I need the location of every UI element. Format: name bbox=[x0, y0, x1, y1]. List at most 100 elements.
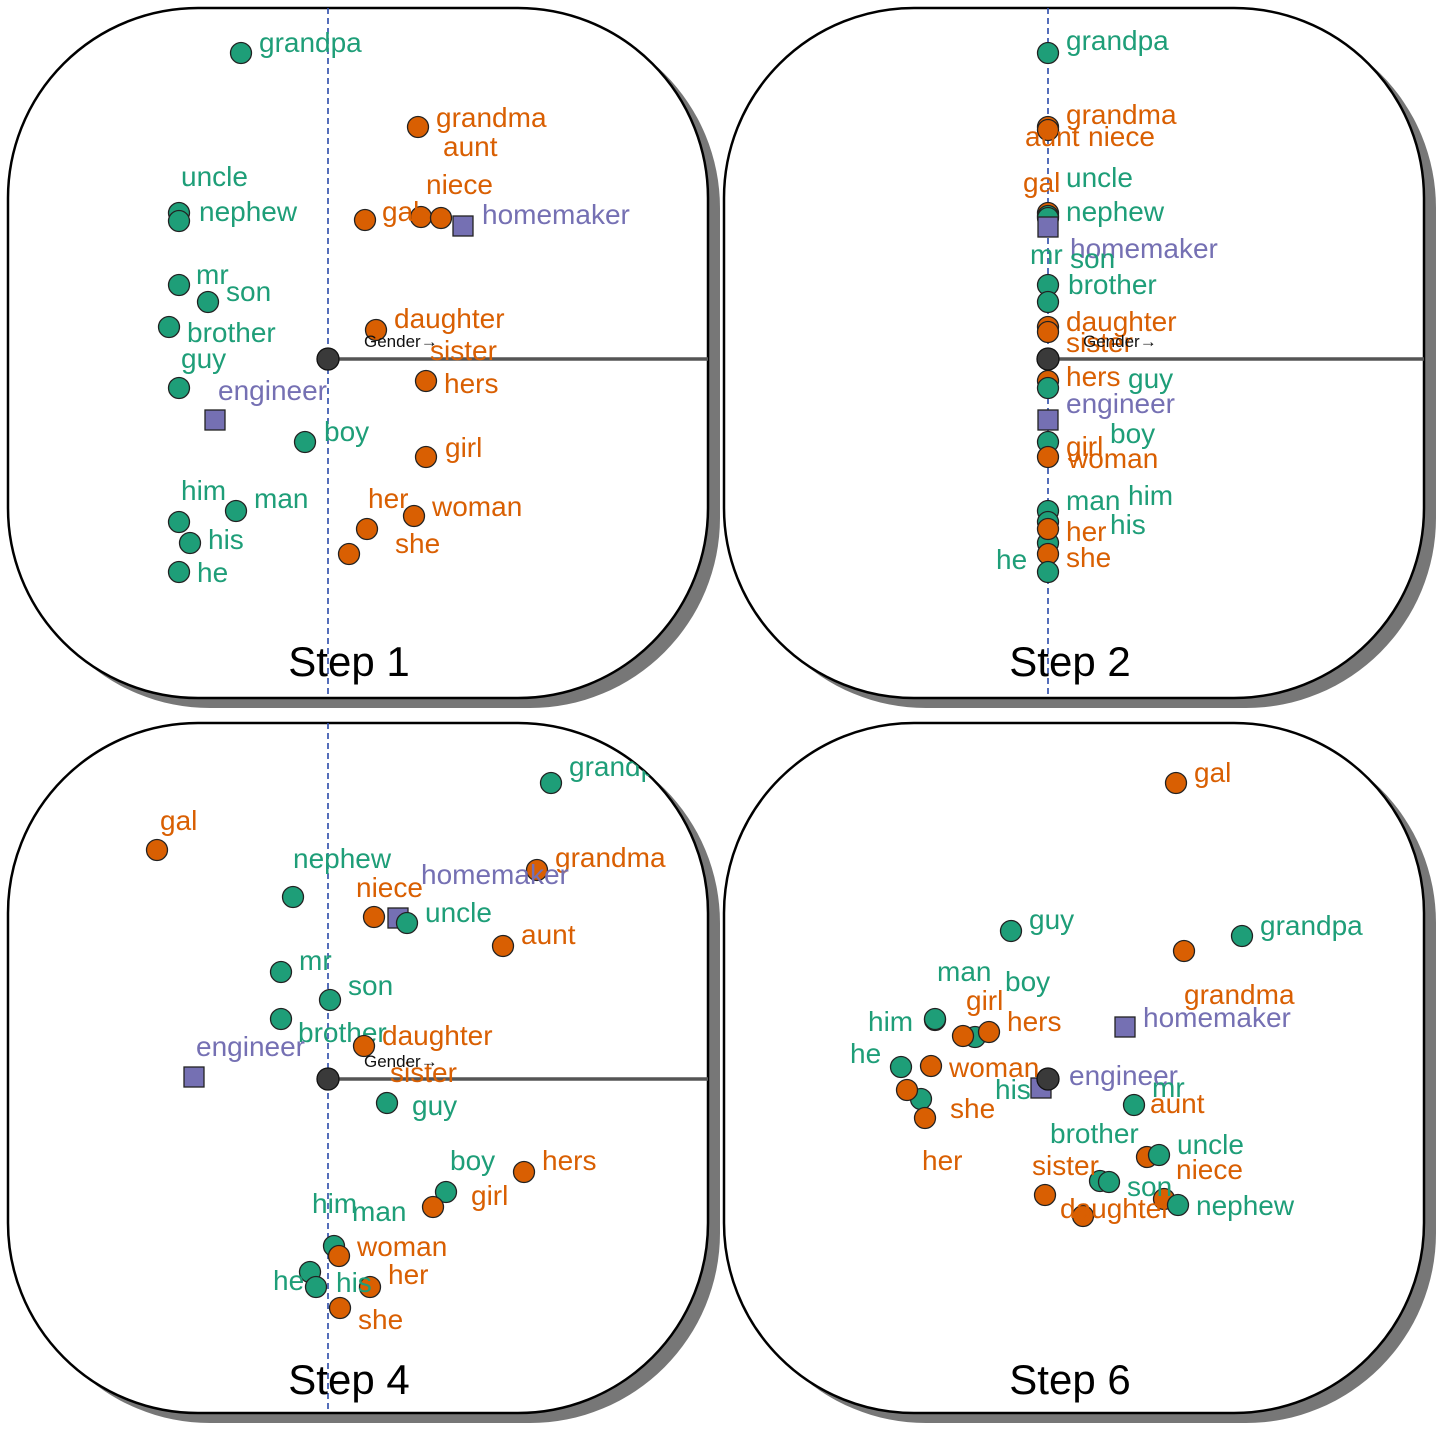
point-marker-grandma bbox=[1172, 939, 1196, 963]
point-label-engineer: engineer bbox=[196, 1031, 305, 1062]
point-label-brother: brother bbox=[187, 317, 276, 348]
point-marker-son bbox=[1036, 290, 1060, 314]
point-label-hers: hers bbox=[1007, 1006, 1061, 1037]
point-label-homemaker: homemaker bbox=[482, 199, 630, 230]
panel-frame bbox=[6, 721, 710, 1415]
point-label-him: him bbox=[1128, 480, 1173, 511]
point-label-him: him bbox=[868, 1006, 913, 1037]
point-label-aunt: aunt bbox=[521, 919, 576, 950]
point-marker-girl bbox=[951, 1024, 975, 1048]
point-marker-homemaker bbox=[452, 215, 474, 237]
point-label-grandma: grandma bbox=[555, 842, 666, 873]
point-label-gal: gal bbox=[1194, 757, 1231, 788]
point-marker-guy bbox=[999, 919, 1023, 943]
point-label-sister: sister bbox=[1066, 327, 1133, 358]
point-marker-nephew bbox=[167, 209, 191, 233]
point-label-he: he bbox=[273, 1265, 304, 1296]
origin-marker bbox=[316, 1067, 340, 1091]
step-title: Step 6 bbox=[1009, 1356, 1130, 1403]
step-title: Step 1 bbox=[288, 638, 409, 685]
point-label-sister: sister bbox=[390, 1057, 457, 1088]
point-label-mr: mr bbox=[1030, 239, 1063, 270]
point-marker-grandpa bbox=[1230, 924, 1254, 948]
point-marker-brother bbox=[269, 1007, 293, 1031]
point-marker-her bbox=[358, 1275, 382, 1299]
point-marker-guy bbox=[1036, 376, 1060, 400]
point-marker-girl bbox=[414, 445, 438, 469]
point-label-hers: hers bbox=[542, 1145, 596, 1176]
point-marker-grandpa bbox=[1036, 41, 1060, 65]
point-marker-sister bbox=[429, 206, 453, 230]
point-label-grandma: grandma bbox=[1184, 979, 1295, 1010]
point-label-his: his bbox=[995, 1074, 1031, 1105]
point-label-nephew: nephew bbox=[1066, 196, 1165, 227]
point-label-his: his bbox=[208, 524, 244, 555]
point-marker-man bbox=[224, 499, 248, 523]
point-marker-aunt bbox=[491, 934, 515, 958]
point-label-daughter: daughter bbox=[1060, 1193, 1171, 1224]
point-label-gal: gal bbox=[160, 805, 197, 836]
point-label-him: him bbox=[181, 475, 226, 506]
point-label-brother: brother bbox=[1050, 1118, 1139, 1149]
point-label-homemaker: homemaker bbox=[1070, 233, 1218, 264]
point-label-engineer: engineer bbox=[1069, 1060, 1178, 1091]
point-marker-sister bbox=[1033, 1183, 1057, 1207]
point-marker-guy bbox=[167, 376, 191, 400]
point-label-her: her bbox=[368, 483, 408, 514]
point-marker-homemaker bbox=[1037, 216, 1059, 238]
point-marker-gal bbox=[353, 208, 377, 232]
point-label-mr: mr bbox=[1152, 1072, 1185, 1103]
point-marker-she bbox=[337, 542, 361, 566]
point-label-girl: girl bbox=[445, 432, 482, 463]
panel-frame bbox=[6, 6, 710, 700]
point-label-grandpa: grandpa bbox=[1066, 25, 1169, 56]
point-label-his: his bbox=[336, 1267, 372, 1298]
point-label-grandma: grandma bbox=[1066, 99, 1177, 130]
point-label-girl: girl bbox=[1066, 431, 1103, 462]
point-label-man: man bbox=[352, 1196, 406, 1227]
point-marker-grandpa bbox=[539, 771, 563, 795]
point-label-uncle: uncle bbox=[1177, 1129, 1244, 1160]
point-marker-engineer bbox=[183, 1066, 205, 1088]
point-label-son: son bbox=[1127, 1171, 1172, 1202]
point-marker-engineer bbox=[1037, 409, 1059, 431]
point-label-mr: mr bbox=[299, 945, 332, 976]
point-label-he: he bbox=[197, 557, 228, 588]
gender-axis-label: Gender→ bbox=[1083, 332, 1157, 351]
point-label-his: his bbox=[1110, 509, 1146, 540]
point-marker-her bbox=[355, 517, 379, 541]
point-marker-nephew bbox=[281, 885, 305, 909]
point-label-nephew: nephew bbox=[293, 843, 392, 874]
point-label-grandpa: grandpa bbox=[569, 751, 672, 782]
point-label-guy: guy bbox=[412, 1090, 457, 1121]
point-label-she: she bbox=[950, 1093, 995, 1124]
point-marker-woman bbox=[327, 1244, 351, 1268]
step-title: Step 4 bbox=[288, 1356, 409, 1403]
step-title: Step 2 bbox=[1009, 638, 1130, 685]
point-label-daughter: daughter bbox=[382, 1020, 493, 1051]
point-label-aunt: aunt bbox=[1150, 1088, 1205, 1119]
point-label-uncle: uncle bbox=[425, 897, 492, 928]
point-marker-him bbox=[923, 1007, 947, 1031]
point-marker-gal bbox=[1164, 771, 1188, 795]
point-label-son: son bbox=[226, 276, 271, 307]
point-label-he: he bbox=[850, 1038, 881, 1069]
point-marker-homemaker bbox=[1114, 1016, 1136, 1038]
point-marker-boy bbox=[293, 430, 317, 454]
point-marker-grandma bbox=[525, 858, 549, 882]
point-label-boy: boy bbox=[324, 416, 369, 447]
point-label-girl: girl bbox=[471, 1180, 508, 1211]
point-label-sister: sister bbox=[1032, 1150, 1099, 1181]
point-label-niece: niece bbox=[1088, 121, 1155, 152]
origin-marker bbox=[316, 347, 340, 371]
point-marker-mr bbox=[269, 960, 293, 984]
point-label-niece: niece bbox=[356, 872, 423, 903]
point-marker-her bbox=[913, 1106, 937, 1130]
panel-frame bbox=[722, 6, 1426, 700]
